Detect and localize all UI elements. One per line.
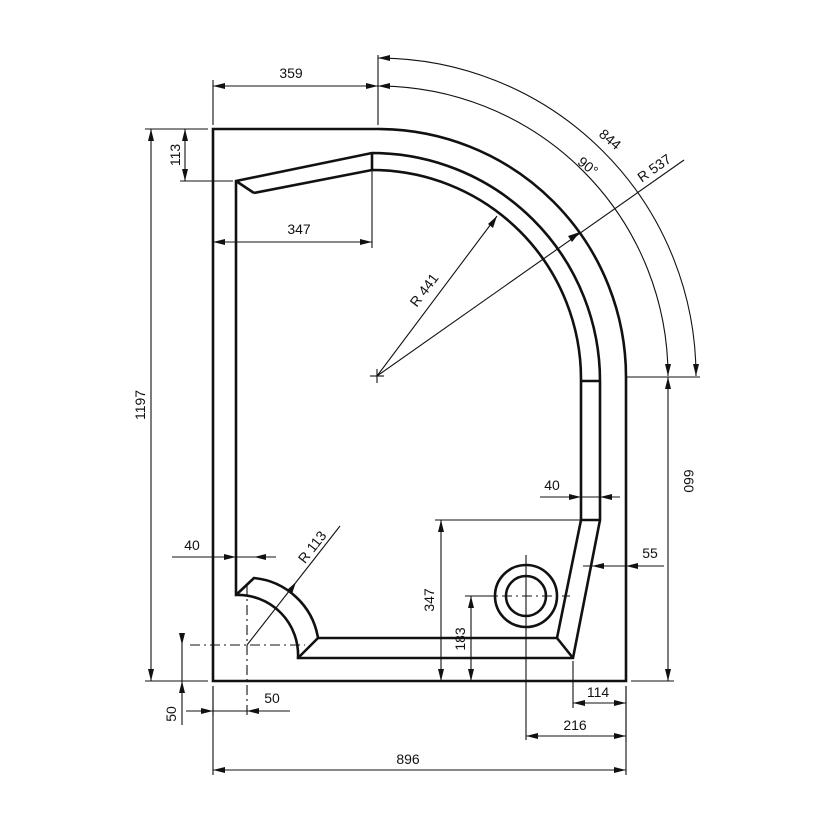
label-overall-height: 1197 [132,390,148,420]
dimension-inner-radius: R 441 [376,215,498,377]
label-top-offset: 113 [167,144,183,167]
dimension-angle: 90° [377,83,672,378]
bevel-line [297,637,319,659]
dimension-corner-offset-x: 50 [186,686,290,716]
dimension-inner-top: 347 [213,170,373,248]
label-right-straight: 660 [681,469,697,493]
dimension-drain-offset-right: 216 [526,708,627,742]
dimension-right-straight: 660 [631,377,697,682]
label-drain-center: 183 [452,627,468,651]
label-bottom-rim-right: 114 [587,684,610,700]
dimension-rim-left: 40 [172,537,276,560]
dimension-drain-zone: 347 [421,519,600,681]
label-top-flat: 359 [279,65,303,81]
label-rim-left: 40 [184,537,200,553]
dimension-corner-offset-y: 50 [163,633,208,725]
dimension-rim-offset-right: 55 [583,545,664,569]
label-inner-radius: R 441 [406,270,441,310]
label-rim-right: 40 [544,477,560,493]
dimension-top-flat: 359 [212,55,379,125]
tray-basin-outline [235,168,583,640]
dimension-overall-height: 1197 [132,128,208,682]
label-corner-offset-x: 50 [264,690,280,706]
tray-outer-outline [211,127,628,683]
dimension-drain-center: 183 [452,595,495,681]
dimension-seat-radius: R 113 [246,525,341,646]
dimension-outer-radius: R 537 [376,151,685,377]
label-inner-top: 347 [287,221,311,237]
dimension-bottom-rim-right: 114 [572,661,627,708]
label-drain-offset-right: 216 [563,717,587,733]
tray-inner-rim-outline [234,151,602,660]
label-corner-offset-y: 50 [163,706,179,722]
label-overall-width: 896 [396,751,420,767]
dimension-top-offset: 113 [167,129,233,182]
bevel-line [555,637,575,659]
label-outer-radius: R 537 [634,151,674,186]
bevel-line [235,179,255,195]
label-rim-offset-right: 55 [642,545,658,561]
label-angle: 90° [575,153,602,179]
label-drain-zone: 347 [421,588,437,612]
dimension-rim-right: 40 [540,477,620,500]
dimension-arc-length: 844 [377,55,700,378]
